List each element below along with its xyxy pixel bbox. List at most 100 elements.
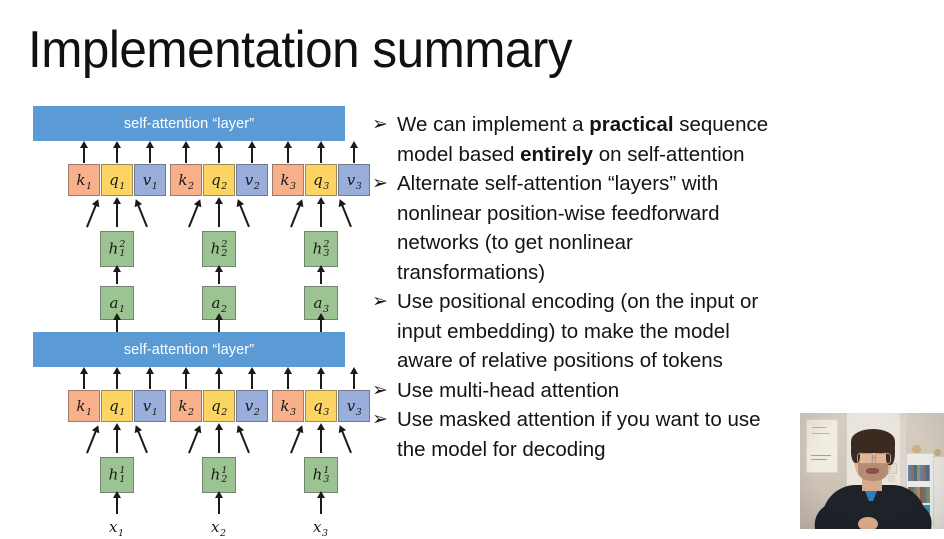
- webcam-shelf-ornament: [934, 449, 941, 456]
- bullet-item: ➢ Use masked attention if you want to use…: [372, 405, 772, 464]
- page-title: Implementation summary: [28, 21, 573, 79]
- arrow-up-icon: [251, 372, 253, 389]
- kqv-box-v-lower-2: v2: [236, 390, 268, 422]
- bullet-arrow-icon: ➢: [372, 379, 388, 401]
- kqv-box-k-upper-3: k3: [272, 164, 304, 196]
- webcam-poster-line: [812, 427, 826, 428]
- webcam-wall-poster: [806, 419, 838, 473]
- arrow-up-icon: [320, 428, 322, 453]
- kqv-box-v-upper-2: v2: [236, 164, 268, 196]
- bullet-arrow-icon: ➢: [372, 409, 388, 430]
- input-label-x1: x1: [109, 518, 125, 539]
- bullet-arrow-icon: ➢: [372, 114, 388, 135]
- webcam-door-frame: [900, 413, 906, 529]
- arrow-up-icon: [116, 202, 118, 227]
- bullet-arrow-icon: ➢: [372, 291, 388, 312]
- webcam-books-row: [908, 465, 930, 481]
- arrow-up-icon: [320, 270, 322, 284]
- arrow-up-icon: [287, 372, 289, 389]
- arrow-up-icon: [185, 372, 187, 389]
- arrow-diagonal-icon: [290, 429, 302, 454]
- webcam-person-hair-side: [886, 441, 895, 465]
- webcam-person-hand: [858, 517, 878, 529]
- webcam-poster-line: [812, 433, 830, 434]
- self-attention-diagram: self-attention “layer” self-attention “l…: [33, 106, 370, 539]
- arrow-up-icon: [83, 146, 85, 163]
- kqv-box-v-lower-1: v1: [134, 390, 166, 422]
- arrow-up-icon: [320, 318, 322, 332]
- webcam-person-hair-side: [851, 441, 860, 463]
- arrow-diagonal-icon: [188, 203, 200, 228]
- bullet-item: ➢Use positional encoding (on the input o…: [372, 287, 772, 376]
- self-attention-layer-banner-top: self-attention “layer”: [33, 106, 345, 141]
- kqv-box-q-lower-3: q3: [305, 390, 337, 422]
- arrow-up-icon: [218, 428, 220, 453]
- arrow-up-icon: [320, 202, 322, 227]
- presenter-webcam-overlay[interactable]: [800, 413, 944, 529]
- webcam-person-glasses-bridge: [871, 457, 875, 459]
- kqv-box-q-upper-2: q2: [203, 164, 235, 196]
- input-label-x3: x3: [313, 518, 329, 539]
- kqv-box-v-lower-3: v3: [338, 390, 370, 422]
- arrow-up-icon: [320, 496, 322, 514]
- arrow-up-icon: [116, 318, 118, 332]
- arrow-up-icon: [353, 146, 355, 163]
- kqv-box-k-lower-1: k1: [68, 390, 100, 422]
- kqv-box-k-upper-2: k2: [170, 164, 202, 196]
- arrow-up-icon: [116, 270, 118, 284]
- bullet-item: ➢ Use multi-head attention: [372, 376, 772, 406]
- arrow-up-icon: [251, 146, 253, 163]
- arrow-diagonal-icon: [86, 203, 98, 228]
- kqv-box-v-upper-3: v3: [338, 164, 370, 196]
- arrow-up-icon: [218, 496, 220, 514]
- arrow-diagonal-icon: [238, 203, 250, 228]
- arrow-up-icon: [218, 202, 220, 227]
- bullet-list: ➢ We can implement a practical sequence m…: [372, 110, 772, 464]
- webcam-shelf-ornament: [912, 445, 921, 453]
- arrow-up-icon: [320, 146, 322, 163]
- kqv-box-k-lower-2: k2: [170, 390, 202, 422]
- kqv-box-v-upper-1: v1: [134, 164, 166, 196]
- bullet-text: Use multi-head attention: [397, 378, 620, 402]
- arrow-up-icon: [218, 372, 220, 389]
- arrow-diagonal-icon: [136, 203, 148, 228]
- arrow-up-icon: [149, 146, 151, 163]
- bullet-text: Use masked attention if you want to use …: [397, 408, 761, 461]
- arrow-diagonal-icon: [290, 203, 302, 228]
- arrow-up-icon: [149, 372, 151, 389]
- arrow-diagonal-icon: [238, 429, 250, 454]
- kqv-box-q-upper-3: q3: [305, 164, 337, 196]
- arrow-diagonal-icon: [86, 429, 98, 454]
- arrow-up-icon: [218, 270, 220, 284]
- webcam-vignette: [800, 413, 944, 529]
- kqv-box-k-upper-1: k1: [68, 164, 100, 196]
- arrow-up-icon: [116, 146, 118, 163]
- arrow-up-icon: [218, 146, 220, 163]
- kqv-box-k-lower-3: k3: [272, 390, 304, 422]
- arrow-diagonal-icon: [136, 429, 148, 454]
- arrow-up-icon: [116, 428, 118, 453]
- webcam-person-glasses-right: [875, 453, 891, 464]
- arrow-up-icon: [116, 372, 118, 389]
- bullet-item: ➢Alternate self-attention “layers” with …: [372, 169, 772, 287]
- arrow-diagonal-icon: [340, 203, 352, 228]
- kqv-box-q-upper-1: q1: [101, 164, 133, 196]
- bullet-item: ➢ We can implement a practical sequence m…: [372, 110, 772, 169]
- bullet-text: Alternate self-attention “layers” with n…: [397, 172, 720, 284]
- arrow-up-icon: [185, 146, 187, 163]
- arrow-up-icon: [320, 372, 322, 389]
- arrow-up-icon: [116, 496, 118, 514]
- bullet-text: We can implement a practical sequence mo…: [397, 113, 769, 166]
- arrow-up-icon: [287, 146, 289, 163]
- webcam-poster-line: [811, 455, 831, 456]
- arrow-diagonal-icon: [188, 429, 200, 454]
- kqv-box-q-lower-2: q2: [203, 390, 235, 422]
- webcam-bookshelf-second: [933, 457, 944, 529]
- arrow-diagonal-icon: [340, 429, 352, 454]
- arrow-up-icon: [353, 372, 355, 389]
